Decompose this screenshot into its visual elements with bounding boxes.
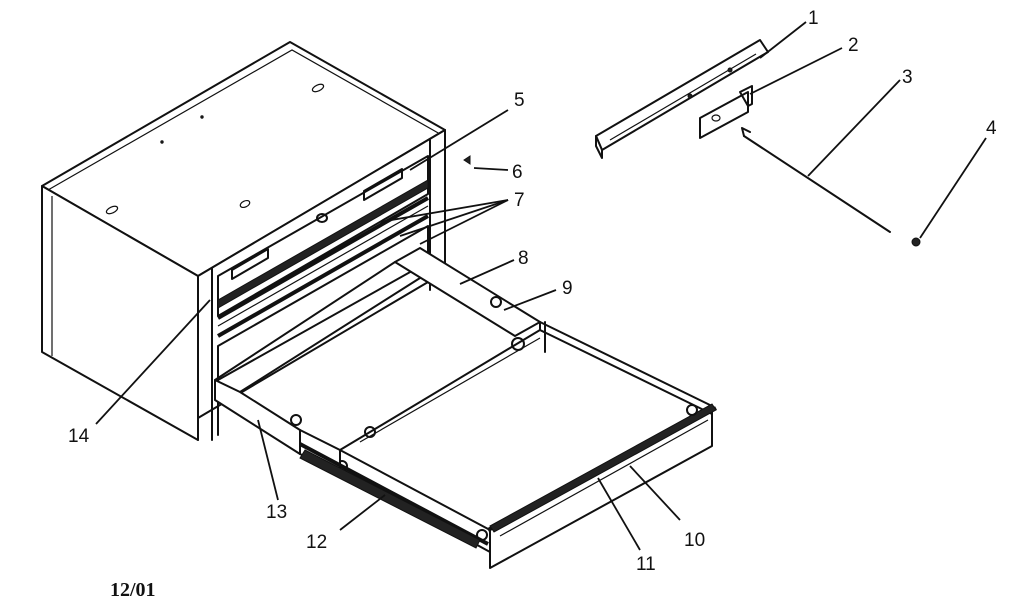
callout-2: 2 [848, 35, 859, 56]
part-nut [911, 237, 921, 247]
tool-chest-cabinet [41, 41, 446, 441]
callout-5: 5 [514, 90, 525, 111]
callout-6: 6 [512, 162, 523, 183]
part-rod [741, 127, 891, 233]
callout-4: 4 [986, 118, 997, 139]
callout-12: 12 [306, 532, 327, 553]
part-bracket [699, 85, 753, 139]
callout-7: 7 [514, 190, 525, 211]
callout-14: 14 [68, 426, 90, 447]
callout-labels: 1 2 3 4 5 6 7 8 9 10 11 12 13 14 [68, 8, 997, 575]
callout-11: 11 [636, 554, 656, 575]
date-code: 12/01 [110, 579, 156, 600]
callout-1: 1 [808, 8, 819, 29]
callout-10: 10 [684, 530, 705, 551]
part-screw [463, 155, 471, 165]
extended-drawer [214, 247, 717, 569]
callout-9: 9 [562, 278, 573, 299]
callout-3: 3 [902, 67, 913, 88]
callout-13: 13 [266, 502, 287, 523]
callout-8: 8 [518, 248, 529, 269]
leader-lines [95, 21, 987, 551]
